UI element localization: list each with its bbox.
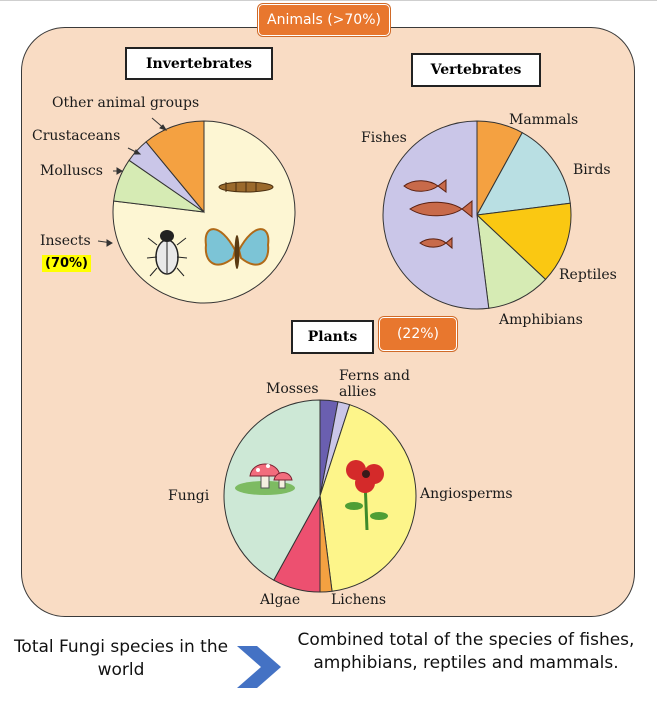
algae-label: Algae: [260, 592, 301, 608]
insects-label: Insects: [40, 233, 91, 249]
butterfly-icon: [204, 228, 270, 269]
vertebrate-combined-text: Combined total of the species of fishes,…: [297, 630, 635, 673]
angiosperms-label: Angiosperms: [420, 486, 513, 502]
caterpillar-icon: [218, 181, 274, 193]
beetle-icon: [146, 230, 188, 277]
arrowhead: [159, 124, 168, 131]
pie-slice-amphibians: [476, 213, 547, 309]
mushroom-icon: [235, 463, 295, 495]
flower-icon: [345, 460, 388, 531]
arrowhead: [116, 167, 123, 175]
arrowhead: [133, 149, 142, 155]
plants-title: Plants: [291, 320, 374, 354]
top-rule: [0, 0, 657, 1]
pie-slice-reptiles: [475, 202, 572, 281]
fungi-label: Fungi: [168, 488, 210, 504]
other-animal-groups-label: Other animal groups: [52, 95, 200, 111]
invertebrates-pie: [112, 120, 296, 304]
ferns-and-allies-label: Ferns and allies: [339, 368, 410, 400]
plants-pie: [223, 399, 417, 593]
fishes-label: Fishes: [361, 130, 407, 146]
amphibians-label: Amphibians: [499, 312, 583, 328]
pie-slice-other-animal-groups: [145, 120, 205, 214]
vertebrates-pie: [382, 120, 572, 310]
invertebrates-title: Invertebrates: [125, 47, 273, 80]
animals-percentage-tag: Animals (>70%): [258, 4, 390, 36]
chevron-right-icon: [237, 646, 281, 688]
fungi-total-text: Total Fungi species in the world: [13, 637, 229, 680]
mosses-label: Mosses: [266, 381, 319, 397]
insects-percentage-highlight: (70%): [42, 255, 91, 272]
molluscs-label: Molluscs: [40, 163, 103, 179]
pie-slice-angiosperms: [319, 404, 417, 592]
leader-lines: [97, 117, 168, 247]
reptiles-label: Reptiles: [559, 267, 617, 283]
crustaceans-label: Crustaceans: [32, 128, 121, 144]
pie-slice-birds: [476, 131, 571, 216]
mammals-label: Mammals: [509, 112, 579, 128]
fish-icon: [403, 179, 473, 250]
plants-percentage-tag: (22%): [379, 317, 457, 351]
vertebrates-title: Vertebrates: [411, 53, 541, 87]
arrowhead: [106, 239, 113, 247]
birds-label: Birds: [573, 162, 611, 178]
lichens-label: Lichens: [331, 592, 387, 608]
